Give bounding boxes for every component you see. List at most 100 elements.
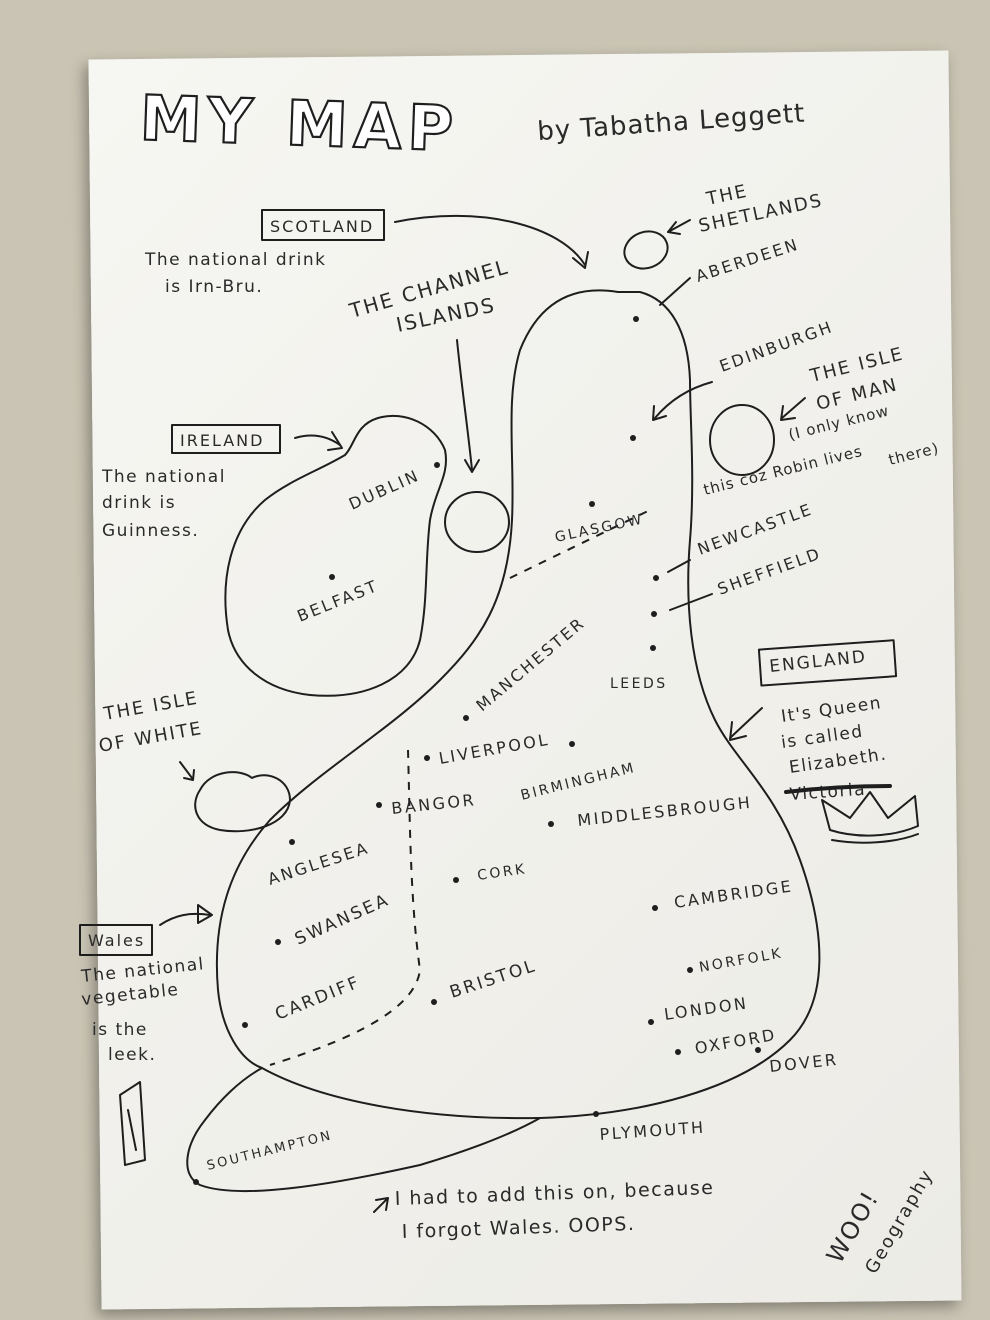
- newcastle-arrow: [667, 559, 691, 573]
- byline: by Tabatha Leggett: [536, 98, 806, 147]
- bristol-dot: [431, 999, 437, 1005]
- cardiff-label: CARDIFF: [272, 972, 363, 1024]
- glasgow-label: GLASGOW: [554, 511, 646, 545]
- birmingham-dot: [569, 741, 575, 747]
- dover-label: DOVER: [768, 1050, 839, 1076]
- middlesbrough-label: MIDDLESBROUGH: [576, 793, 753, 830]
- shetlands-arrow: [667, 219, 691, 233]
- shetlands-shape: [623, 230, 669, 270]
- scotland-arrow: [394, 214, 586, 266]
- aberdeen-pointer: [659, 277, 691, 306]
- wales-note-line3: is the: [92, 1020, 148, 1040]
- scotland-note-line2: is Irn-Bru.: [165, 277, 263, 297]
- isle-of-white-line2: OF WHITE: [97, 718, 204, 757]
- scotland-label-box: [261, 209, 385, 241]
- edinburgh-arrowhead: [652, 405, 667, 421]
- scotland-label: SCOTLAND: [270, 217, 374, 236]
- dublin-label: DUBLIN: [346, 466, 423, 514]
- footnote-line2: I forgot Wales. OOPS.: [401, 1213, 635, 1243]
- birmingham-label: BIRMINGHAM: [519, 760, 638, 804]
- glasgow-dot: [589, 501, 595, 507]
- plymouth-dot: [593, 1111, 599, 1117]
- channel-arrow: [456, 339, 473, 471]
- liverpool-label: LIVERPOOL: [437, 730, 551, 768]
- footnote-line1: I had to add this on, because: [394, 1177, 714, 1210]
- oxford-dot: [675, 1049, 681, 1055]
- liverpool-dot: [424, 755, 430, 761]
- wales-label-box: [79, 924, 153, 956]
- sheffield-label: SHEFFIELD: [715, 544, 824, 599]
- ireland-note-line2: drink is: [102, 493, 176, 513]
- isle-of-white-arrow: [179, 761, 193, 779]
- dover-dot: [755, 1047, 761, 1053]
- wales-note-line4: leek.: [108, 1045, 156, 1065]
- norfolk-dot: [687, 967, 693, 973]
- isle-of-man-arrow: [781, 397, 806, 419]
- wales-border: [269, 749, 422, 1066]
- england-note-line1: It's Queen: [780, 693, 883, 727]
- dublin-dot: [434, 462, 440, 468]
- anglesea-label: ANGLESEA: [265, 838, 371, 889]
- swansea-dot: [275, 939, 281, 945]
- sheffield-dot: [651, 611, 657, 617]
- ireland-arrowhead: [327, 431, 343, 451]
- edinburgh-arrow: [654, 381, 713, 419]
- bangor-label: BANGOR: [390, 790, 477, 818]
- sheffield-arrow: [669, 593, 713, 611]
- aberdeen-label: ABERDEEN: [693, 234, 801, 285]
- newcastle-dot: [653, 575, 659, 581]
- southampton-dot: [193, 1179, 199, 1185]
- wales-label: Wales: [88, 931, 145, 950]
- london-label: LONDON: [663, 993, 750, 1024]
- wales-arrowhead: [197, 904, 213, 924]
- cambridge-label: CAMBRIDGE: [673, 876, 795, 912]
- footnote-arrow: [373, 1197, 389, 1213]
- map-title: MY MAP: [139, 81, 461, 165]
- cork-dot: [453, 877, 459, 883]
- ireland-outline: [224, 414, 447, 697]
- london-dot: [648, 1019, 654, 1025]
- swansea-label: SWANSEA: [292, 890, 393, 950]
- england-label-box: [757, 639, 898, 687]
- ireland-note-line3: Guinness.: [102, 521, 199, 541]
- belfast-dot: [329, 574, 335, 580]
- middlesbrough-dot: [548, 821, 554, 827]
- great-britain-outline: [215, 289, 821, 1120]
- bristol-label: BRISTOL: [447, 956, 539, 1003]
- channel-islands-shape: [444, 491, 510, 553]
- isle-of-man-shape: [709, 404, 775, 476]
- belfast-label: BELFAST: [294, 576, 381, 626]
- crown-drawing: [821, 791, 919, 844]
- wales-note-line1: The national: [79, 954, 205, 987]
- norfolk-label: NORFOLK: [698, 945, 784, 975]
- england-arrow: [729, 707, 763, 739]
- aberdeen-dot: [633, 316, 639, 322]
- ireland-arrow: [294, 434, 341, 446]
- manchester-label: MANCHESTER: [472, 613, 589, 715]
- channel-arrowhead: [464, 459, 480, 473]
- scotland-note-line1: The national drink: [144, 250, 326, 270]
- cardiff-dot: [242, 1022, 248, 1028]
- anglesea-dot: [289, 839, 295, 845]
- shetlands-arrowhead: [667, 221, 681, 235]
- leeds-label: LEEDS: [610, 676, 668, 692]
- isle-of-man-arrowhead: [780, 405, 796, 421]
- isle-of-white-line1: THE ISLE: [101, 688, 200, 725]
- plymouth-label: PLYMOUTH: [599, 1118, 706, 1144]
- england-label: ENGLAND: [768, 647, 867, 677]
- strikethrough-line: [784, 784, 892, 794]
- wales-arrow: [159, 912, 211, 926]
- ireland-note-line1: The national: [101, 467, 226, 487]
- southern-extension-outline: [186, 1067, 541, 1193]
- cork-label: CORK: [476, 861, 527, 884]
- manchester-dot: [463, 715, 469, 721]
- bangor-dot: [376, 802, 382, 808]
- isle-of-man-line5: there): [887, 439, 941, 469]
- corner-geography: Geography: [861, 1165, 938, 1277]
- isle-of-white-shape: [194, 771, 291, 833]
- ireland-label-box: [171, 424, 281, 454]
- scotland-border: [509, 509, 651, 579]
- england-arrowhead: [729, 721, 747, 741]
- scotland-arrowhead: [572, 251, 589, 269]
